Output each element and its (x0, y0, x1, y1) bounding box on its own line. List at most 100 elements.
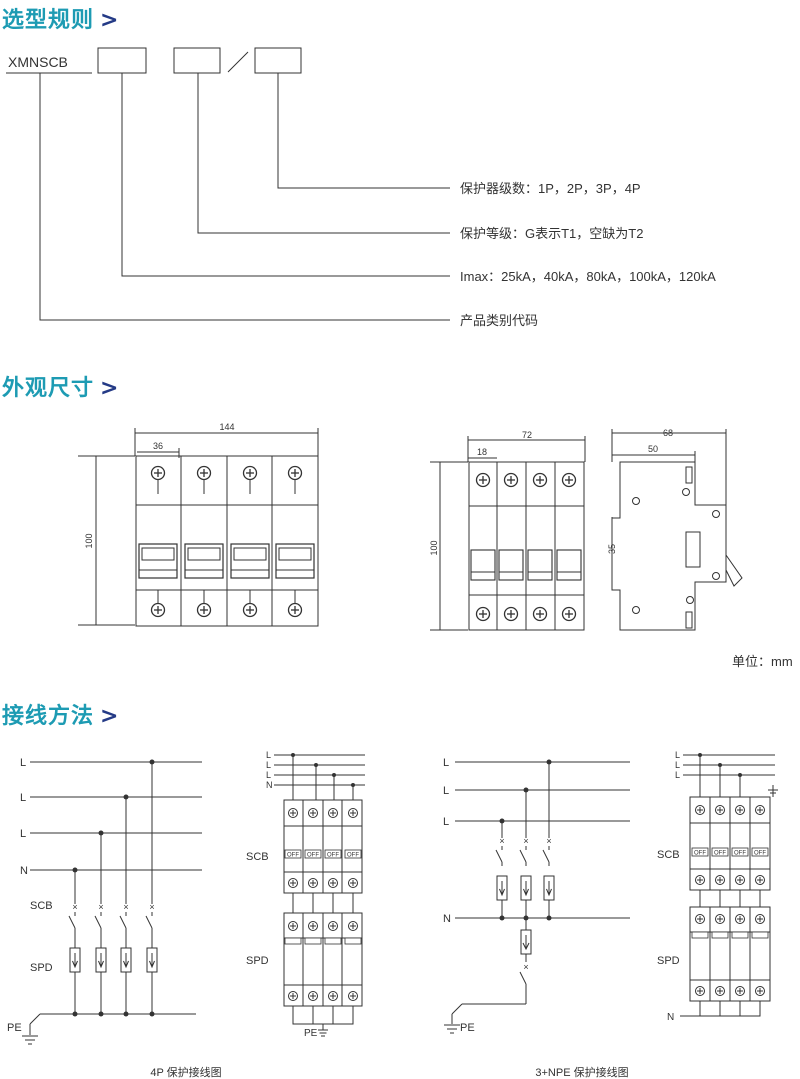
terminal-screw-icon (715, 914, 725, 924)
terminal-screw-icon (288, 921, 298, 931)
junction-dot (698, 753, 702, 757)
spd-label: SPD (30, 962, 53, 974)
scb-label: SCB (246, 851, 269, 863)
spd-symbol-icon (69, 947, 81, 973)
line-label: L (20, 757, 26, 769)
dim-width: 144 (219, 422, 234, 432)
terminal-screw-icon (287, 465, 303, 481)
terminal-screw-icon (348, 878, 358, 888)
wiring-diagram-4p-module (274, 754, 365, 1025)
indicator-window (324, 937, 342, 945)
side-view: 68 50 35 (607, 428, 743, 631)
terminal-screw-icon (288, 878, 298, 888)
spd-label: SPD (657, 955, 680, 967)
switch-symbol-icon (519, 835, 530, 867)
code-box-imax (97, 47, 147, 74)
switch-window (141, 547, 175, 561)
terminal-screw-icon (695, 875, 705, 885)
line-label: N (443, 913, 451, 925)
off-indicator (751, 847, 769, 857)
line-label: L (266, 760, 271, 770)
terminal-screw-icon (715, 875, 725, 885)
terminal-screw-icon (735, 986, 745, 996)
switch-handle (470, 549, 496, 581)
slash-separator (227, 51, 249, 73)
terminal-screw-icon (695, 805, 705, 815)
line-label: N (266, 780, 273, 790)
switch-handle (275, 543, 315, 579)
terminal-screw-icon (503, 606, 519, 622)
terminal-screw-icon (532, 606, 548, 622)
terminal-screw-icon (328, 808, 338, 818)
line-label: L (20, 828, 26, 840)
section-title: 选型规则 (2, 8, 95, 33)
junction-dot (123, 1011, 129, 1017)
scb-label: SCB (657, 849, 680, 861)
section-heading-dimensions: 外观尺寸> (2, 370, 119, 402)
terminal-screw-icon (532, 472, 548, 488)
code-box-poles (254, 47, 302, 74)
wiring-diagram-4p-branches (68, 759, 158, 1017)
spd-symbol-icon (120, 947, 132, 973)
junction-dot (98, 1011, 104, 1017)
wiring-diagram-3npe-branches: × (495, 759, 555, 972)
terminal-screw-icon (715, 805, 725, 815)
switch-handle (138, 543, 178, 579)
switch-symbol-icon: × (523, 962, 528, 972)
terminal-screw-icon (328, 878, 338, 888)
junction-dot (291, 753, 295, 757)
front-view-small-modules (470, 472, 582, 622)
terminal-screw-icon (715, 986, 725, 996)
section-title: 接线方法 (2, 704, 95, 729)
off-label: OFF (287, 853, 299, 859)
wiring-diagram-3npe (444, 761, 630, 1034)
off-indicator (711, 847, 729, 857)
pe-label: PE (304, 1028, 318, 1039)
spd-symbol-icon (95, 947, 107, 973)
front-view-4p-modules (138, 465, 315, 618)
terminal-screw-icon (475, 606, 491, 622)
junction-dot (738, 773, 742, 777)
terminal-screw-icon (196, 465, 212, 481)
selection-rules: XMNSCB 保护器级数：1P，2P，3P，4P 保护等级：G表示T1，空缺为T… (6, 47, 716, 328)
terminal-screw-icon (308, 878, 318, 888)
terminal-screw-icon (755, 805, 765, 815)
terminal-screw-icon (150, 602, 166, 618)
terminal-screw-icon (755, 875, 765, 885)
junction-dot (523, 787, 529, 793)
off-label: OFF (734, 851, 746, 857)
off-label: OFF (347, 853, 359, 859)
wiring-diagram-3npe-module-parts: OFF OFF OFF OFF (691, 753, 769, 996)
indicator-window (691, 931, 709, 939)
indicator-window (344, 937, 362, 945)
terminal-screw-icon (308, 808, 318, 818)
off-label: OFF (694, 851, 706, 857)
wiring-diagram-4p (22, 761, 202, 1045)
switch-handle (498, 549, 524, 581)
off-indicator (344, 849, 362, 859)
off-label: OFF (754, 851, 766, 857)
terminal-screw-icon (242, 602, 258, 618)
switch-handle (556, 549, 582, 581)
front-view-small: 72 18 100 (429, 430, 586, 631)
pe-label: PE (7, 1022, 22, 1034)
switch-symbol-icon (119, 901, 130, 933)
terminal-screw-icon (735, 805, 745, 815)
line-label: N (20, 865, 28, 877)
line-label: L (675, 770, 680, 780)
dim-depth: 68 (663, 428, 673, 438)
switch-symbol-icon (145, 901, 156, 933)
terminal-screw-icon (150, 465, 166, 481)
chevron-right-icon: > (100, 704, 120, 729)
front-view-4p: 144 36 100 (78, 422, 319, 627)
off-label: OFF (714, 851, 726, 857)
junction-dot (499, 915, 505, 921)
terminal-screw-icon (755, 986, 765, 996)
dim-height: 100 (84, 533, 94, 548)
dim-width: 72 (522, 430, 532, 440)
rule-item-level: 保护等级：G表示T1，空缺为T2 (460, 226, 643, 241)
junction-dot (546, 915, 552, 921)
line-label: L (20, 792, 26, 804)
indicator-window (711, 931, 729, 939)
